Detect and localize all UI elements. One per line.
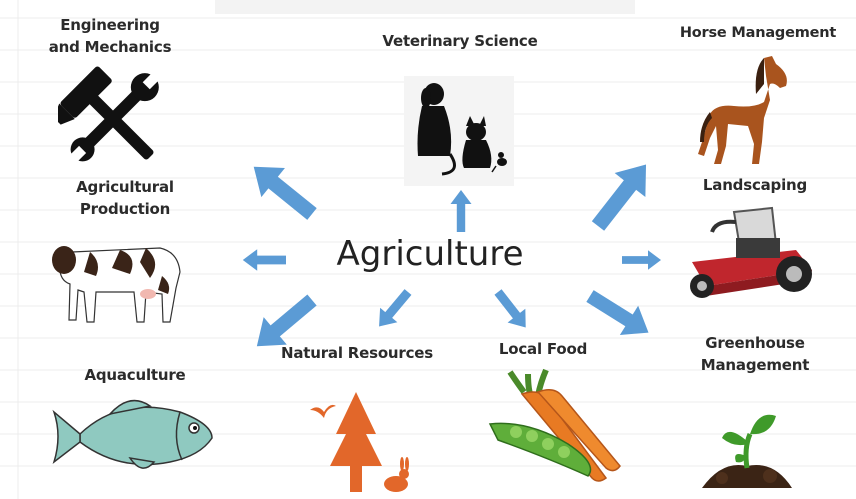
label-engineering-line2: and Mechanics: [48, 38, 172, 56]
center-label: Agriculture: [336, 234, 524, 274]
horse-icon: [698, 56, 787, 164]
label-engineering: Engineering and Mechanics: [30, 14, 190, 58]
arrow-to-horse: [582, 152, 662, 239]
label-greenhouse-line2: Management: [700, 356, 810, 374]
arrow-to-local-food: [489, 285, 535, 335]
label-veterinary: Veterinary Science: [382, 32, 538, 50]
lawn-mower-icon: [690, 206, 812, 298]
arrow-to-engineering: [241, 152, 324, 229]
label-agprod-line1: Agricultural: [76, 178, 174, 196]
label-natural-resources: Natural Resources: [280, 344, 434, 362]
arrow-to-veterinary: [450, 190, 472, 232]
cow-icon: [52, 246, 181, 323]
arrow-to-agricultural-production: [242, 249, 286, 271]
pets-icon: [404, 76, 514, 186]
arrow-to-landscaping: [622, 250, 661, 270]
label-agprod-line2: Production: [79, 200, 171, 218]
tools-icon: [58, 66, 162, 165]
label-greenhouse: Greenhouse Management: [680, 332, 830, 376]
label-engineering-line1: Engineering: [60, 16, 160, 34]
tree-icon: [310, 392, 409, 492]
label-greenhouse-line1: Greenhouse: [705, 334, 805, 352]
label-aquaculture: Aquaculture: [84, 366, 186, 384]
fish-icon: [52, 399, 213, 469]
vegetables-icon: [488, 368, 621, 482]
label-local-food: Local Food: [498, 340, 588, 358]
label-agricultural-production: Agricultural Production: [45, 176, 205, 220]
label-landscaping: Landscaping: [702, 176, 808, 194]
seedling-icon: [702, 414, 792, 488]
arrow-to-natural-resources: [370, 284, 417, 334]
label-horse: Horse Management: [679, 25, 837, 41]
